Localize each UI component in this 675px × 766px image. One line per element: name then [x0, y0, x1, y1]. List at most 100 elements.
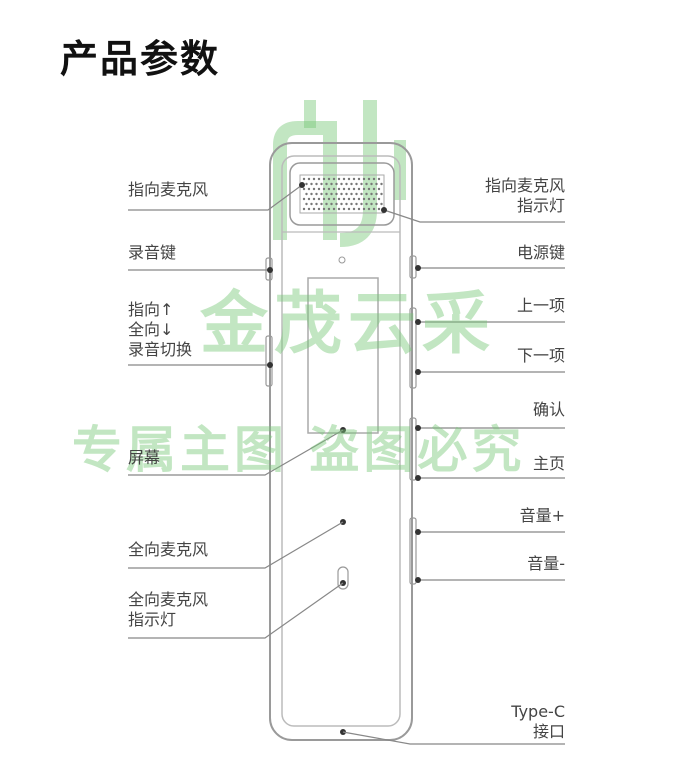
grille-hole: [317, 177, 321, 181]
grille-hole: [352, 187, 356, 191]
grille-hole: [362, 207, 366, 211]
grille-hole: [352, 207, 356, 211]
grille-hole: [365, 202, 368, 206]
grille-hole: [332, 177, 336, 181]
grille-hole: [360, 192, 363, 196]
label-mode-switch: 指向↑ 全向↓ 录音切换: [128, 300, 193, 359]
grille-hole: [342, 177, 346, 181]
grille-hole: [302, 207, 306, 211]
grille-hole: [335, 192, 338, 196]
grille-hole: [330, 182, 333, 186]
grille-hole: [317, 187, 321, 191]
mic-grille-dots: [302, 177, 383, 211]
grille-hole: [367, 197, 371, 201]
watermark-text-1: 金茂云采: [200, 285, 497, 364]
grille-hole: [347, 187, 351, 191]
grille-hole: [345, 202, 348, 206]
omni-led-slot: [337, 566, 349, 590]
grille-hole: [377, 187, 381, 191]
grille-hole: [365, 182, 368, 186]
grille-hole: [357, 207, 361, 211]
device-body: [269, 142, 413, 741]
grille-hole: [322, 187, 326, 191]
grille-hole: [372, 177, 376, 181]
grille-hole: [375, 182, 378, 186]
grille-hole: [335, 202, 338, 206]
grille-hole: [340, 192, 343, 196]
grille-hole: [367, 207, 371, 211]
grille-hole: [322, 177, 326, 181]
page-title: 产品参数: [60, 37, 221, 81]
grille-hole: [320, 192, 323, 196]
grille-hole: [367, 177, 371, 181]
grille-hole: [362, 177, 366, 181]
grille-hole: [347, 207, 351, 211]
grille-hole: [330, 192, 333, 196]
grille-hole: [327, 187, 331, 191]
grille-hole: [332, 187, 336, 191]
label-screen: 屏幕: [128, 448, 161, 467]
label-confirm: 确认: [532, 400, 565, 419]
label-typec-port: Type-C 接口: [511, 702, 565, 741]
grille-hole: [347, 177, 351, 181]
grille-hole: [337, 197, 341, 201]
leader-lines-left: [128, 182, 344, 639]
label-prev-item: 上一项: [516, 296, 565, 315]
grille-hole: [310, 192, 313, 196]
grille-hole: [307, 187, 311, 191]
grille-hole: [320, 182, 323, 186]
grille-hole: [315, 182, 318, 186]
grille-hole: [307, 197, 311, 201]
label-home: 主页: [532, 454, 565, 473]
grille-hole: [340, 202, 343, 206]
grille-hole: [327, 197, 331, 201]
grille-hole: [372, 187, 376, 191]
grille-hole: [337, 187, 341, 191]
grille-hole: [342, 187, 346, 191]
grille-hole: [337, 207, 341, 211]
label-directional-mic: 指向麦克风: [128, 180, 209, 199]
grille-hole: [350, 192, 353, 196]
grille-hole: [377, 207, 381, 211]
label-record-key: 录音键: [128, 243, 177, 262]
grille-hole: [325, 182, 328, 186]
label-volume-down: 音量-: [527, 554, 565, 573]
right-button-vol: [409, 517, 417, 585]
grille-hole: [352, 177, 356, 181]
grille-hole: [362, 187, 366, 191]
grille-hole: [325, 192, 328, 196]
grille-hole: [302, 177, 306, 181]
grille-hole: [372, 207, 376, 211]
grille-hole: [357, 177, 361, 181]
device-inner: [281, 155, 401, 727]
grille-hole: [355, 182, 358, 186]
grille-hole: [310, 202, 313, 206]
grille-hole: [377, 197, 381, 201]
grille-hole: [375, 192, 378, 196]
grille-hole: [370, 192, 373, 196]
grille-hole: [332, 207, 336, 211]
grille-hole: [302, 197, 306, 201]
grille-hole: [350, 202, 353, 206]
grille-hole: [375, 202, 378, 206]
grille-hole: [312, 207, 316, 211]
grille-hole: [380, 192, 383, 196]
grille-hole: [352, 197, 356, 201]
grille-hole: [307, 177, 311, 181]
label-omni-mic-light: 全向麦克风 指示灯: [128, 590, 209, 629]
label-power-key: 电源键: [516, 243, 565, 262]
mic-grille: [299, 174, 385, 214]
grille-hole: [312, 197, 316, 201]
grille-hole: [330, 202, 333, 206]
grille-hole: [317, 197, 321, 201]
label-next-item: 下一项: [516, 346, 565, 365]
grille-hole: [350, 182, 353, 186]
grille-hole: [305, 182, 308, 186]
grille-hole: [322, 197, 326, 201]
grille-hole: [355, 202, 358, 206]
grille-hole: [327, 207, 331, 211]
grille-hole: [322, 207, 326, 211]
grille-hole: [332, 197, 336, 201]
grille-hole: [315, 202, 318, 206]
